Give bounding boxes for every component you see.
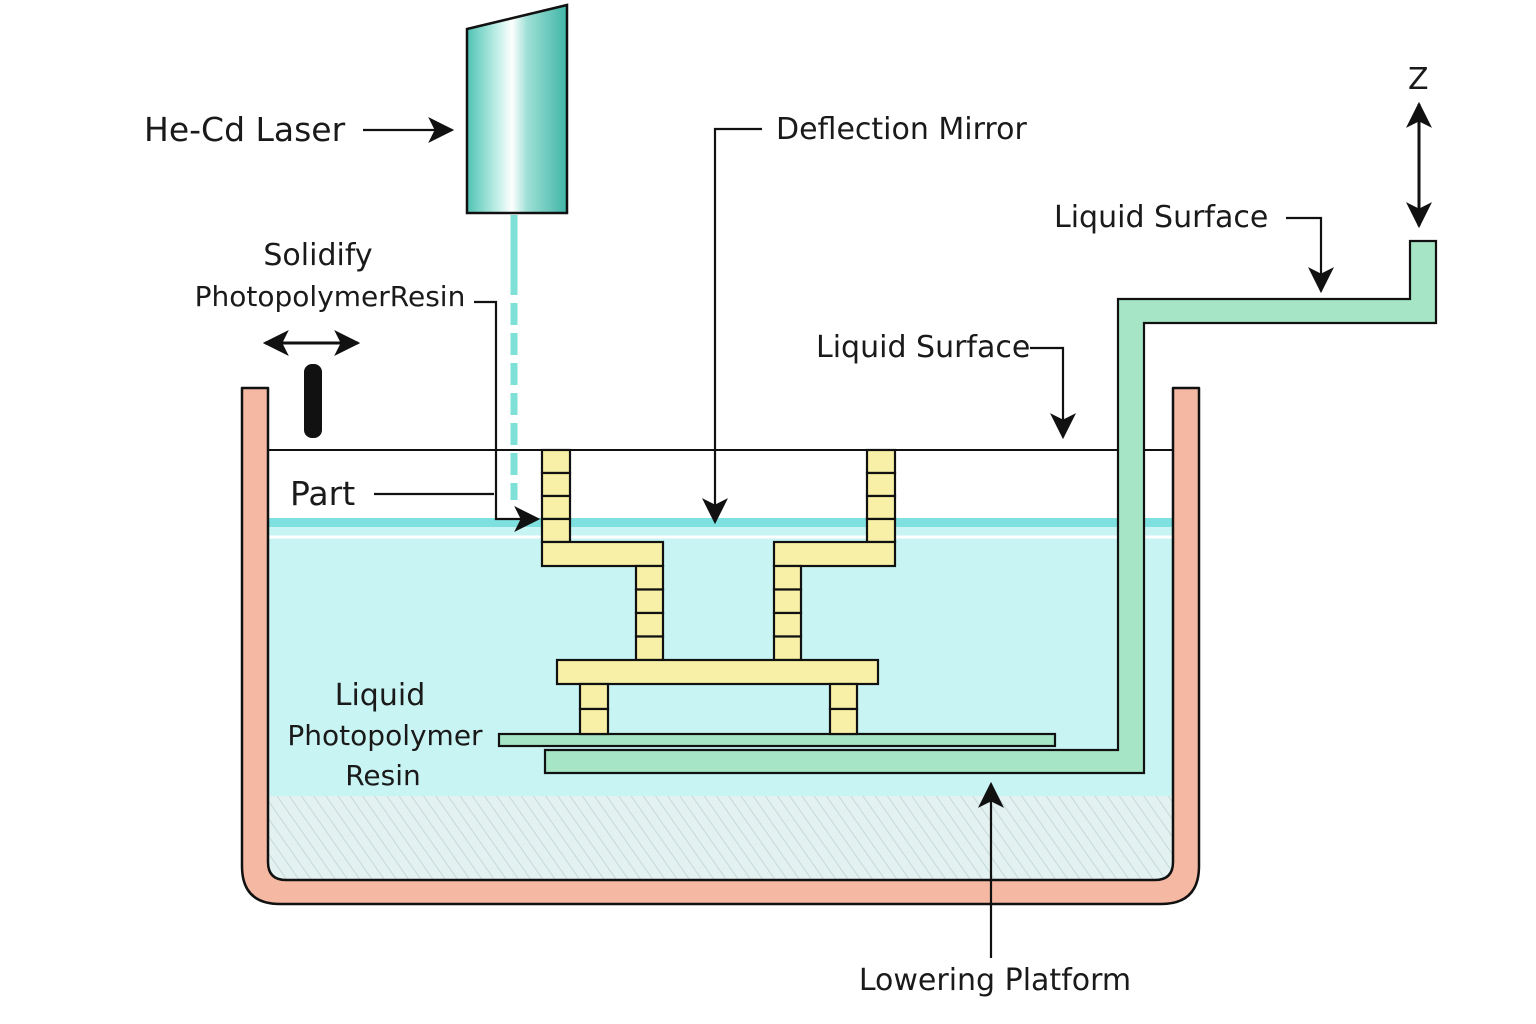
tank-bottom-hatch <box>268 796 1173 880</box>
part-block <box>540 448 572 475</box>
platform-arm <box>543 239 1438 775</box>
liquid-surface-top-label: Liquid Surface <box>1054 200 1268 235</box>
resin-label-line3: Resin <box>345 759 421 792</box>
part-arm <box>772 540 897 568</box>
tank <box>240 386 1201 906</box>
part-block <box>540 494 572 521</box>
part-block <box>634 635 665 662</box>
part-block <box>772 588 803 615</box>
solidify-leader <box>474 300 541 532</box>
part-block <box>540 471 572 498</box>
part-block <box>772 611 803 638</box>
part-block <box>828 682 859 711</box>
solidify-label-line2: PhotopolymerResin <box>195 280 466 313</box>
part-block <box>865 494 897 521</box>
deflection-mirror-label: Deflection Mirror <box>776 112 1027 147</box>
liquid-surface-mid-leader <box>1030 346 1076 440</box>
part-block <box>578 682 610 711</box>
resin-label-line2: Photopolymer <box>287 719 483 752</box>
part-block <box>634 611 665 638</box>
liquid-surface-top-leader <box>1286 216 1334 294</box>
part-block <box>865 448 897 475</box>
lowering-platform-label: Lowering Platform <box>859 963 1131 998</box>
build-plate <box>497 732 1057 748</box>
solidify-label-line1: Solidify <box>263 238 372 273</box>
resin-label-line1: Liquid <box>335 678 425 713</box>
part-arm <box>540 540 665 568</box>
part-crossbar <box>555 658 880 686</box>
part <box>540 448 897 736</box>
part-block <box>865 471 897 498</box>
liquid-surface-mid-label: Liquid Surface <box>816 330 1030 365</box>
laser-body <box>465 3 569 215</box>
part-block <box>865 517 897 544</box>
recoater-blade <box>304 364 322 438</box>
part-label: Part <box>290 474 355 513</box>
part-block <box>578 707 610 736</box>
part-block <box>772 564 803 591</box>
laser-label: He-Cd Laser <box>144 110 346 149</box>
resin-surface-line <box>268 518 1173 527</box>
part-block <box>828 707 859 736</box>
part-block <box>634 564 665 591</box>
z-axis-label: Z <box>1408 62 1429 97</box>
part-block <box>772 635 803 662</box>
part-block <box>634 588 665 615</box>
part-block <box>540 517 572 544</box>
mirror-leader <box>702 127 762 525</box>
